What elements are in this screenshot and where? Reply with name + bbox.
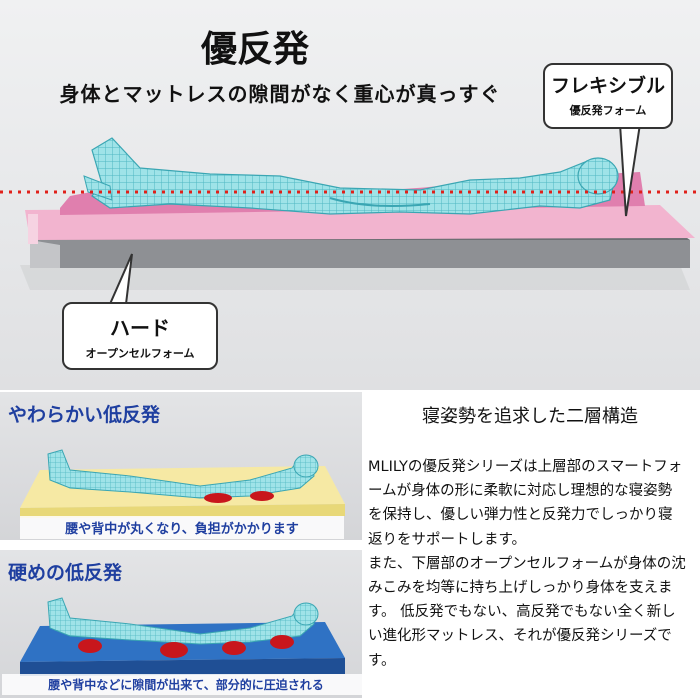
comparison-panels: やわらかい低反発 腰や背中が丸くなり、負担がかかります 硬めの低反発 腰や背中な… <box>0 392 370 700</box>
flexible-sublabel: 優反発フォーム <box>569 104 647 117</box>
main-title: 優反発 <box>200 29 309 70</box>
main-illustration: 優反発 身体とマットレスの隙間がなく重心が真っすぐ フレキシブル 優反発フォーム… <box>0 0 700 390</box>
soft-foam-illustration <box>20 449 345 518</box>
firm-foam-panel: 硬めの低反発 <box>0 550 362 698</box>
pressure-point <box>204 493 232 503</box>
main-subtitle: 身体とマットレスの隙間がなく重心が真っすぐ <box>59 82 501 106</box>
description-body: MLILYの優反発シリーズは上層部のスマートフォームが身体の形に柔軟に対応し理想… <box>368 459 686 669</box>
firm-foam-title: 硬めの低反発 <box>8 562 123 584</box>
flexible-label: フレキシブル <box>550 75 665 97</box>
description-heading: 寝姿勢を追求した二層構造 <box>422 406 638 427</box>
description-section: 寝姿勢を追求した二層構造 MLILYの優反発シリーズは上層部のスマートフォームが… <box>368 392 692 700</box>
hard-layer-front <box>30 240 690 268</box>
firm-foam-illustration <box>20 597 345 676</box>
pressure-point <box>222 641 246 655</box>
flexible-callout: フレキシブル 優反発フォーム <box>543 63 673 129</box>
mattress-diagram <box>0 123 700 305</box>
pressure-point <box>270 635 294 649</box>
hard-callout: ハード オープンセルフォーム <box>62 302 218 370</box>
soft-foam-caption: 腰や背中が丸くなり、負担がかかります <box>20 516 344 539</box>
firm-foam-caption: 腰や背中などに隙間が出来て、部分的に圧迫される <box>2 674 370 695</box>
pressure-point <box>78 639 102 653</box>
pressure-point <box>250 491 274 501</box>
pressure-point <box>160 642 188 658</box>
flexible-layer-side <box>25 205 695 240</box>
soft-foam-panel: やわらかい低反発 <box>0 392 362 540</box>
hard-label: ハード <box>110 316 170 340</box>
human-figure <box>83 137 619 215</box>
soft-foam-title: やわらかい低反発 <box>8 404 161 426</box>
hard-sublabel: オープンセルフォーム <box>85 347 195 360</box>
